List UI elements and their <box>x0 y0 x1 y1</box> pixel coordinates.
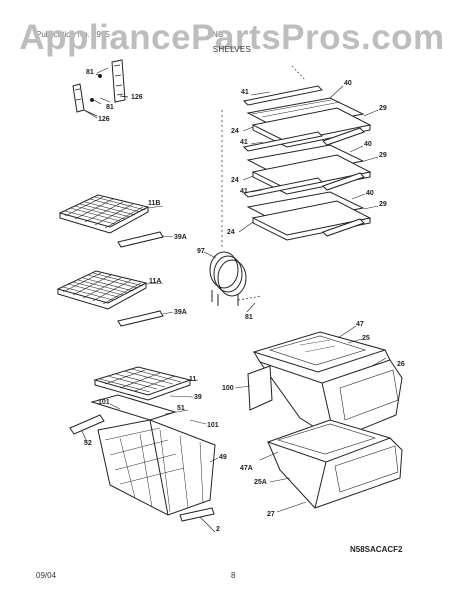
callout-leaders <box>81 67 387 533</box>
callout-27: 27 <box>267 511 275 518</box>
callout-39a: 39A <box>174 309 187 316</box>
diagram-code: N58SACACF2 <box>350 545 403 554</box>
callout-101: 101 <box>98 399 110 406</box>
freezer-basket-drawing <box>69 366 216 522</box>
page-number: 8 <box>231 571 236 580</box>
callout-101: 101 <box>207 422 219 429</box>
callout-24: 24 <box>231 128 239 135</box>
model-code-header: NS <box>212 30 224 39</box>
callout-11b: 11B <box>148 200 160 207</box>
callout-47a: 47A <box>240 465 253 472</box>
callout-39: 39 <box>194 394 202 401</box>
callout-25: 25 <box>362 335 370 342</box>
wire-shelf-11a-drawing <box>56 270 164 327</box>
callout-126: 126 <box>98 116 110 123</box>
glass-shelves-drawing <box>221 65 372 250</box>
callout-40: 40 <box>366 190 374 197</box>
callout-29: 29 <box>379 201 387 208</box>
callout-49: 49 <box>219 454 227 461</box>
callout-81: 81 <box>86 69 94 76</box>
callout-2: 2 <box>216 526 220 533</box>
callout-41: 41 <box>241 89 249 96</box>
callout-11a: 11A <box>149 278 161 285</box>
callout-47: 47 <box>356 321 364 328</box>
watermark: AppliancePartsPros.com <box>19 18 445 57</box>
callout-29: 29 <box>379 105 387 112</box>
callout-52: 52 <box>84 440 92 447</box>
crisper-drawers-drawing <box>247 331 403 509</box>
callout-41: 41 <box>240 188 248 195</box>
footer-date: 09/04 <box>36 571 57 580</box>
callout-40: 40 <box>344 80 352 87</box>
callout-24: 24 <box>231 177 239 184</box>
callout-81: 81 <box>106 104 114 111</box>
callout-97: 97 <box>197 248 205 255</box>
callout-11: 11 <box>189 376 197 383</box>
wine-rack-coil-drawing <box>209 251 263 306</box>
callout-126: 126 <box>131 94 143 101</box>
callout-41: 41 <box>240 139 248 146</box>
callout-24: 24 <box>227 229 235 236</box>
callout-39a: 39A <box>174 234 187 241</box>
section-title: SHELVES <box>212 45 252 54</box>
callout-40: 40 <box>364 141 372 148</box>
wire-shelf-11b-drawing <box>58 194 164 248</box>
callout-29: 29 <box>379 152 387 159</box>
callout-81: 81 <box>245 314 253 321</box>
publication-header: Publication No. 5995 <box>36 30 110 39</box>
callout-26: 26 <box>397 361 405 368</box>
callout-51: 51 <box>177 405 185 412</box>
callout-100: 100 <box>222 385 234 392</box>
callout-25a: 25A <box>254 479 267 486</box>
shelf-bracket-drawing <box>72 59 129 117</box>
